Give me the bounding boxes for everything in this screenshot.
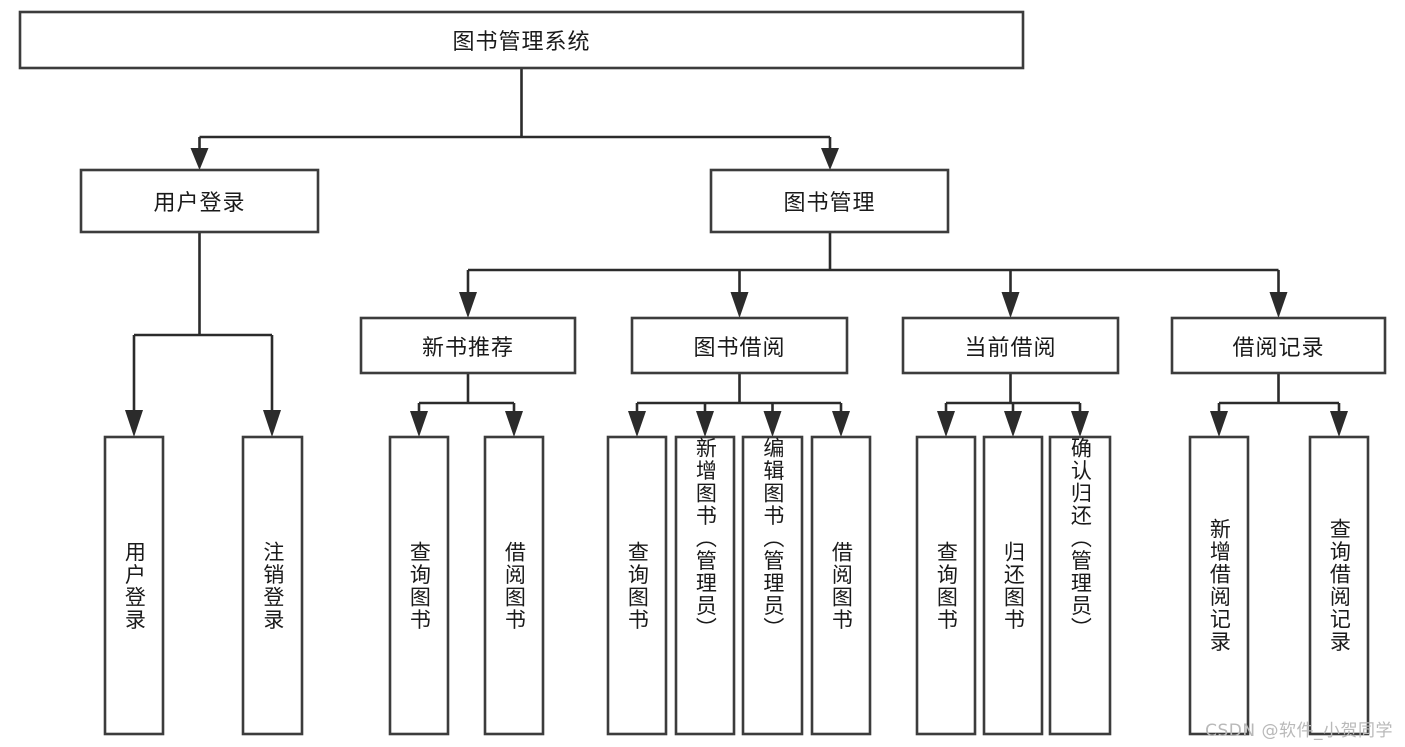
edge-group-user-login bbox=[125, 232, 281, 437]
arrowhead-leaf-return-book bbox=[1004, 411, 1022, 437]
arrowhead-leaf-query-record bbox=[1330, 411, 1348, 437]
node-box-leaf-return-book[interactable] bbox=[982, 435, 1044, 736]
node-box-leaf-query-record[interactable] bbox=[1308, 435, 1370, 736]
arrowhead-leaf-add-book bbox=[696, 411, 714, 437]
node-box-leaf-query-book-2[interactable] bbox=[606, 435, 668, 736]
node-box-leaf-query-book-1[interactable] bbox=[388, 435, 450, 736]
arrowhead-leaf-add-record bbox=[1210, 411, 1228, 437]
watermark-text: CSDN @软件_小贺同学 bbox=[1205, 721, 1393, 741]
node-box-book-borrow[interactable] bbox=[630, 316, 849, 375]
arrowhead-leaf-query-book-3 bbox=[937, 411, 955, 437]
node-box-leaf-user-login[interactable] bbox=[103, 435, 165, 736]
arrowhead-leaf-query-book-2 bbox=[628, 411, 646, 437]
arrowhead-leaf-confirm-return bbox=[1071, 411, 1089, 437]
arrowhead-book-borrow bbox=[730, 292, 749, 318]
arrowhead-leaf-logout bbox=[263, 410, 281, 437]
node-box-leaf-edit-book[interactable] bbox=[741, 435, 804, 736]
arrowhead-leaf-borrow-book-2 bbox=[832, 411, 850, 437]
node-box-current-borrow[interactable] bbox=[901, 316, 1120, 375]
node-box-leaf-add-record[interactable] bbox=[1188, 435, 1250, 736]
node-box-leaf-borrow-book-1[interactable] bbox=[483, 435, 545, 736]
node-box-leaf-borrow-book-2[interactable] bbox=[810, 435, 872, 736]
edge-group-book-borrow bbox=[628, 373, 850, 437]
arrowhead-current-borrow bbox=[1001, 292, 1020, 318]
node-box-leaf-confirm-return[interactable] bbox=[1048, 435, 1112, 736]
edge-group-root bbox=[190, 68, 839, 170]
arrowhead-book-manage bbox=[821, 148, 839, 170]
arrowhead-borrow-record bbox=[1269, 292, 1288, 318]
edge-group-current-borrow bbox=[937, 373, 1089, 437]
arrowhead-leaf-edit-book bbox=[763, 411, 782, 437]
node-box-leaf-add-book[interactable] bbox=[674, 435, 736, 736]
edge-group-new-book-rec bbox=[410, 373, 523, 437]
node-box-book-manage[interactable] bbox=[709, 168, 950, 234]
arrowhead-leaf-borrow-book-1 bbox=[505, 411, 523, 437]
arrowhead-leaf-user-login bbox=[125, 410, 143, 437]
node-box-new-book-rec[interactable] bbox=[359, 316, 577, 375]
arrowhead-leaf-query-book-1 bbox=[410, 411, 428, 437]
arrowhead-user-login bbox=[190, 148, 209, 170]
node-box-root[interactable] bbox=[18, 10, 1025, 70]
node-box-leaf-logout[interactable] bbox=[241, 435, 304, 736]
arrowhead-new-book-rec bbox=[459, 292, 477, 318]
edge-group-borrow-record bbox=[1210, 373, 1348, 437]
node-box-leaf-query-book-3[interactable] bbox=[915, 435, 977, 736]
node-box-borrow-record[interactable] bbox=[1170, 316, 1387, 375]
edge-group-book-manage bbox=[459, 232, 1288, 318]
node-box-user-login[interactable] bbox=[79, 168, 320, 234]
